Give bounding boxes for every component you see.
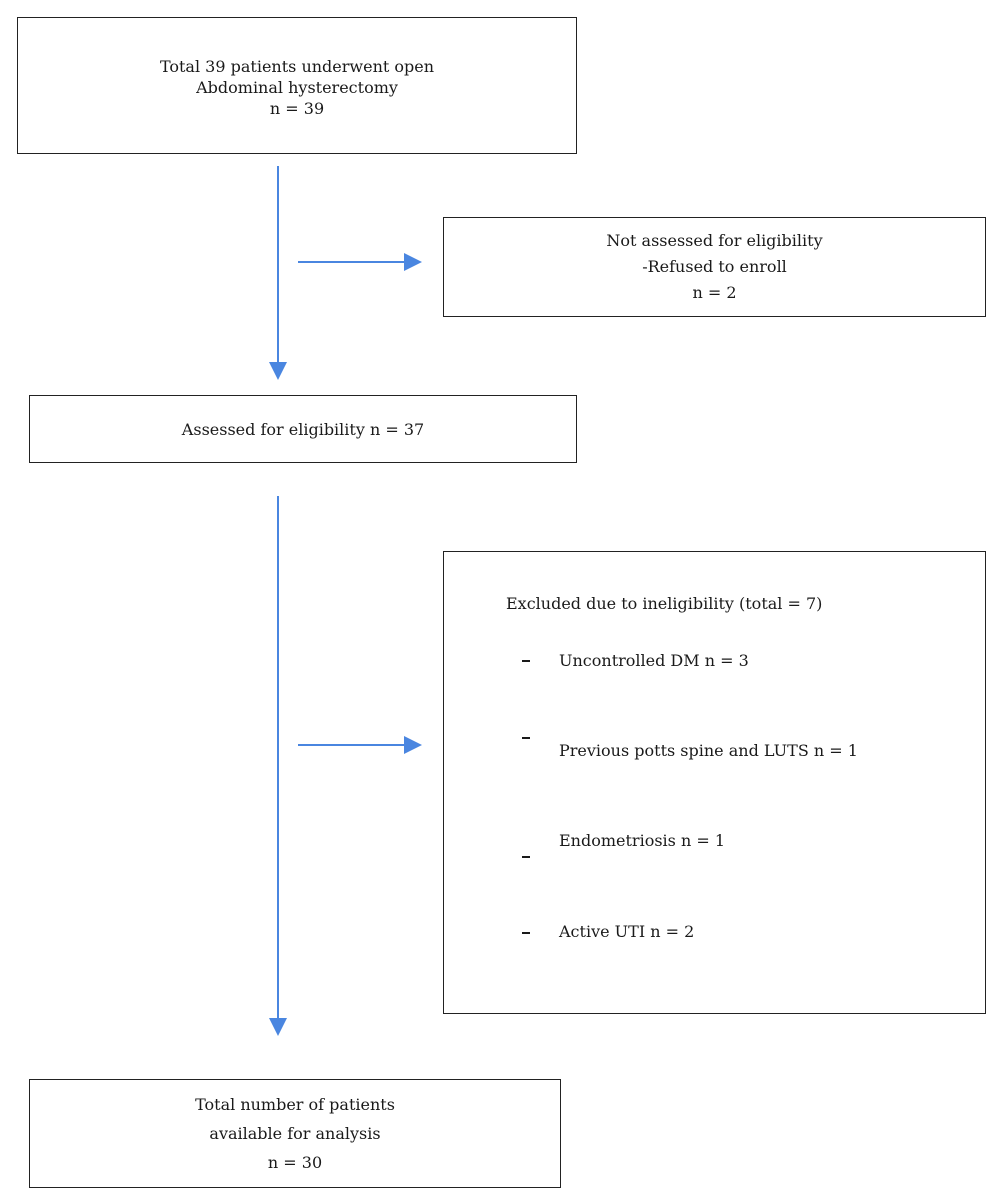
- total-line-3: n = 39: [269, 99, 325, 118]
- excluded-item-1: Uncontrolled DM n = 3: [559, 651, 749, 670]
- analysis-line-2: available for analysis: [209, 1124, 381, 1143]
- excluded-item-4: Active UTI n = 2: [559, 922, 695, 941]
- total-line-2: Abdominal hysterectomy: [196, 78, 398, 97]
- box-total-patients: Total 39 patients underwent open Abdomin…: [17, 17, 577, 154]
- box-not-assessed: Not assessed for eligibility -Refused to…: [443, 217, 986, 317]
- not-assessed-line-3: n = 2: [692, 283, 737, 302]
- arrow-right-not-assessed: [298, 253, 422, 271]
- arrow-down-main-2-head: [269, 1018, 287, 1036]
- excluded-item-2: Previous potts spine and LUTS n = 1: [559, 741, 858, 760]
- not-assessed-line-1: Not assessed for eligibility: [606, 231, 823, 250]
- arrow-down-main-1: [269, 166, 287, 380]
- arrow-right-not-assessed-head: [404, 253, 422, 271]
- box-analysis: Total number of patients available for a…: [29, 1079, 561, 1188]
- arrow-down-main-1-head: [269, 362, 287, 380]
- excluded-item-1-dash: [522, 660, 530, 662]
- box-excluded: [443, 551, 986, 1014]
- excluded-item-2-dash: [522, 737, 530, 739]
- arrow-down-main-2: [269, 496, 287, 1036]
- excluded-item-4-dash: [522, 932, 530, 934]
- assessed-label: Assessed for eligibility n = 37: [181, 419, 425, 439]
- analysis-line-1: Total number of patients: [195, 1095, 395, 1114]
- analysis-line-3: n = 30: [267, 1153, 323, 1172]
- excluded-heading: Excluded due to ineligibility (total = 7…: [506, 594, 823, 613]
- not-assessed-line-2: -Refused to enroll: [642, 257, 787, 276]
- arrow-right-excluded: [298, 736, 422, 754]
- arrow-right-excluded-head: [404, 736, 422, 754]
- excluded-item-3-dash: [522, 856, 530, 858]
- box-assessed: Assessed for eligibility n = 37: [29, 395, 577, 463]
- excluded-item-3: Endometriosis n = 1: [559, 831, 726, 850]
- total-line-1: Total 39 patients underwent open: [159, 57, 435, 76]
